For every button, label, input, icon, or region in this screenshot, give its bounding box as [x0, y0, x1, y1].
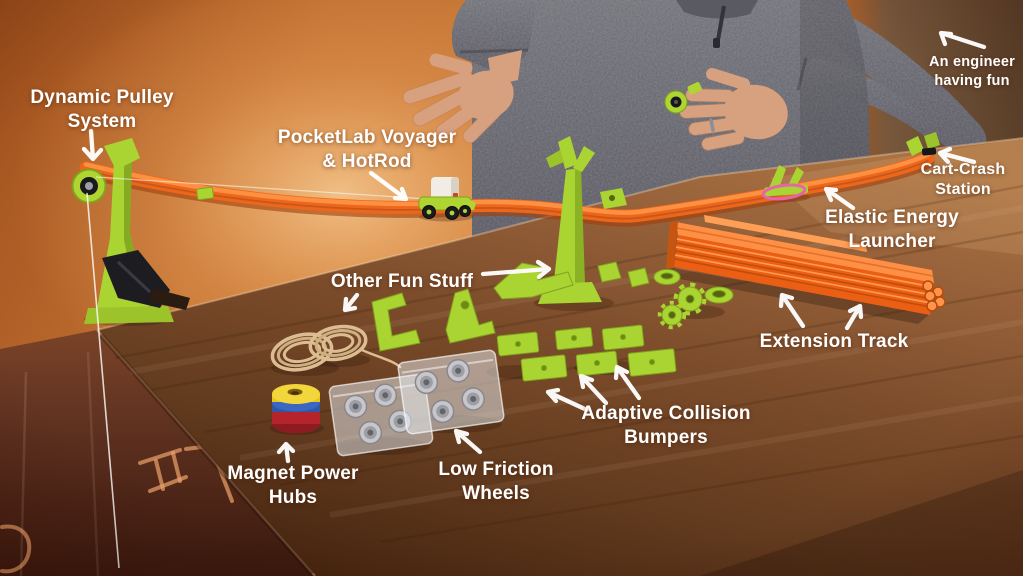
label-adaptive-collision-bumpers: Adaptive Collision Bumpers: [581, 403, 751, 449]
label-low-friction-wheels: Low Friction Wheels: [438, 459, 554, 505]
label-other-fun-stuff: Other Fun Stuff: [330, 271, 474, 292]
label-dynamic-pulley-system: Dynamic Pulley System: [30, 87, 174, 133]
label-cart-crash-station: Cart-Crash Station: [920, 161, 1006, 199]
label-pocketlab-voyager: PocketLab Voyager & HotRod: [277, 127, 457, 173]
label-magnet-power-hubs: Magnet Power Hubs: [227, 463, 359, 509]
label-engineer-having-fun: An engineer having fun: [929, 54, 1015, 89]
label-elastic-energy-launcher: Elastic Energy Launcher: [825, 207, 959, 253]
label-extension-track: Extension Track: [759, 331, 909, 352]
